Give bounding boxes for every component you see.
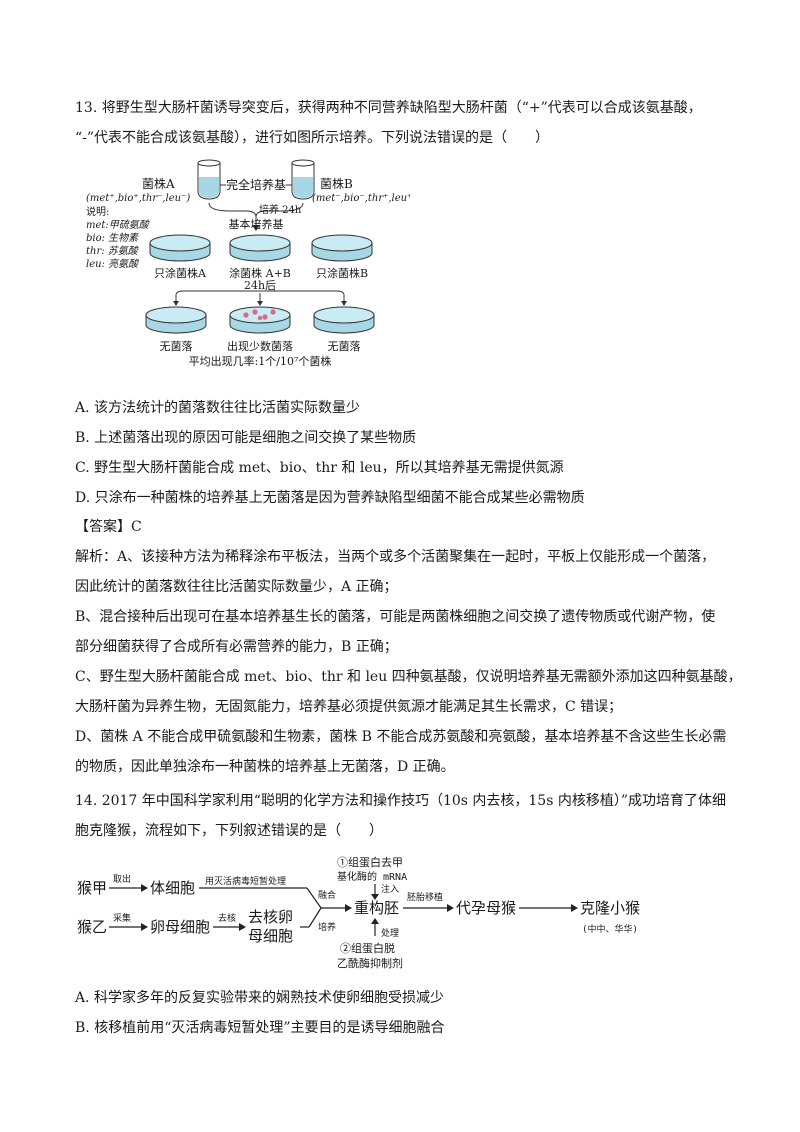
embryo-transfer-label: 胚胎移植 xyxy=(407,891,443,903)
plate-b-label: 只涂菌株B xyxy=(316,266,368,280)
q13-analysis-line: D、菌株 A 不能合成甲硫氨酸和生物素，菌株 B 不能合成苏氨酸和亮氨酸，基本培… xyxy=(75,729,727,745)
strain-b-label: 菌株B xyxy=(320,176,353,191)
colony-dot xyxy=(270,309,276,315)
result-plate-a xyxy=(145,306,207,334)
q13-option-b[interactable]: B. 上述菌落出现的原因可能是细胞之间交换了某些物质 xyxy=(75,430,417,446)
q13-option-a[interactable]: A. 该方法统计的菌落数往往比活菌实际数量少 xyxy=(75,400,361,416)
plate-ab-label: 涂菌株 A+B xyxy=(229,266,291,280)
plate-a-label: 只涂菌株A xyxy=(154,266,207,280)
result-plate-b xyxy=(313,306,375,334)
clone-monkey-label: 克隆小猴 xyxy=(580,899,640,917)
q14-option-a[interactable]: A. 科学家多年的反复实验带来的娴熟技术使卵细胞受损减少 xyxy=(75,990,445,1006)
complete-medium-label: 完全培养基 xyxy=(226,177,286,192)
q14-option-b[interactable]: B. 核移植前用“灭活病毒短暂处理”主要目的是诱导细胞融合 xyxy=(75,1020,445,1036)
plate-strain-a xyxy=(149,234,211,262)
legend-thr: thr: 苏氨酸 xyxy=(86,245,139,257)
process-label: 处理 xyxy=(381,927,399,939)
culture-24h-label: 培养 24h xyxy=(259,203,302,216)
result-ab-label: 出现少数菌落 xyxy=(227,339,293,353)
somatic-cell-label: 体细胞 xyxy=(150,879,195,897)
q13-stem-line-2: “-”代表不能合成该氨基酸），进行如图所示培养。下列说法错误的是（ ） xyxy=(75,130,550,146)
virus-treatment-label: 用灭活病毒短暂处理 xyxy=(205,875,286,887)
note2-line-2: 乙酰酶抑制剂 xyxy=(337,956,403,970)
legend-bio: bio: 生物素 xyxy=(86,232,139,244)
take-out-label: 取出 xyxy=(113,873,131,885)
colony-dot xyxy=(252,309,258,315)
q14-stem-line-1: 14. 2017 年中国科学家利用“聪明的化学方法和操作技巧（10s 内去核，1… xyxy=(75,793,727,809)
q13-analysis-line: 因此统计的菌落数往往比活菌实际数量少，A 正确； xyxy=(75,579,398,595)
q13-analysis-line: 解析：A、该接种方法为稀释涂布平板法，当两个或多个活菌聚集在一起时，平板上仅能形… xyxy=(75,549,716,565)
surrogate-label: 代孕母猴 xyxy=(456,899,516,917)
q13-stem-line-1: 13. 将野生型大肠杆菌诱导突变后，获得两种不同营养缺陷型大肠杆菌（“+”代表可… xyxy=(75,100,702,116)
q13-analysis-line: 部分细菌获得了合成所有必需营养的能力，B 正确； xyxy=(75,639,398,655)
plate-strain-ab xyxy=(229,234,291,262)
enucleated-oocyte-line-1: 去核卵 xyxy=(248,908,293,926)
culture-label: 培养 xyxy=(318,921,336,933)
collect-label: 采集 xyxy=(113,912,131,924)
result-a-label: 无菌落 xyxy=(160,340,193,353)
q13-analysis-line: B、混合接种后出现可在基本培养基生长的菌落，可能是两菌株细胞之间交换了遗传物质或… xyxy=(75,609,716,625)
frequency-label: 平均出现几率:1个/10⁷个菌株 xyxy=(189,354,332,368)
colony-dot xyxy=(243,312,249,318)
note2-line-1: ②组蛋白脱 xyxy=(340,941,395,955)
q14-cloning-flowchart: 猴甲 取出 体细胞 用灭活病毒短暂处理 猴乙 采集 卵母细胞 去核 去核卵 母细… xyxy=(77,855,640,970)
legend-met: met:甲硫氨酸 xyxy=(86,219,150,231)
reconstructed-embryo-label: 重构胚 xyxy=(354,899,399,917)
enucleated-oocyte-line-2: 母细胞 xyxy=(248,927,293,945)
inject-label: 注入 xyxy=(381,883,399,895)
colony-dot xyxy=(262,314,268,320)
after-24h-label: 24h后 xyxy=(244,279,276,292)
q13-analysis-line: 大肠杆菌为异养生物，无固氮能力，培养基必须提供氮源才能满足其生长需求，C 错误； xyxy=(75,699,623,715)
plate-strain-b xyxy=(311,234,373,262)
legend-leu: leu: 亮氨酸 xyxy=(86,258,139,270)
legend-title: 说明: xyxy=(86,205,109,218)
enucleate-label: 去核 xyxy=(218,912,236,924)
basic-medium-label: 基本培养基 xyxy=(229,217,284,231)
q13-culture-diagram: 菌株A (met⁺,bio⁺,thr⁻,leu⁻) 完全培养基 菌株B (met… xyxy=(86,159,410,368)
monkey-a-label: 猴甲 xyxy=(77,879,107,897)
result-plate-ab xyxy=(229,306,291,334)
q13-option-c[interactable]: C. 野生型大肠杆菌能合成 met、bio、thr 和 leu，所以其培养基无需… xyxy=(75,460,564,476)
monkey-b-label: 猴乙 xyxy=(77,918,107,936)
oocyte-label: 卵母细胞 xyxy=(150,918,210,936)
note1-line-2: 基化酶的 mRNA xyxy=(337,870,407,883)
q14-stem-line-2: 胞克隆猴，流程如下，下列叙述错误的是（ ） xyxy=(75,823,383,839)
fuse-label: 融合 xyxy=(318,889,336,901)
q13-answer: 【答案】C xyxy=(75,519,142,535)
result-b-label: 无菌落 xyxy=(328,340,361,353)
strain-b-genotype: (met⁻,bio⁻,thr⁺,leu⁺) xyxy=(312,193,410,204)
colony-dot xyxy=(257,315,263,321)
q13-analysis-line: C、野生型大肠杆菌能合成 met、bio、thr 和 leu 四种氨基酸，仅说明… xyxy=(75,669,742,685)
note1-line-1: ①组蛋白去甲 xyxy=(337,855,403,869)
test-tube-a xyxy=(197,159,221,200)
test-tube-b xyxy=(291,159,315,200)
clone-names-label: (中中、华华) xyxy=(582,923,638,935)
q13-option-d[interactable]: D. 只涂布一种菌株的培养基上无菌落是因为营养缺陷型细菌不能合成某些必需物质 xyxy=(75,490,585,506)
q13-analysis-line: 的物质，因此单独涂布一种菌株的培养基上无菌落，D 正确。 xyxy=(75,759,455,775)
strain-a-genotype: (met⁺,bio⁺,thr⁻,leu⁻) xyxy=(86,193,190,204)
strain-a-label: 菌株A xyxy=(142,176,175,191)
